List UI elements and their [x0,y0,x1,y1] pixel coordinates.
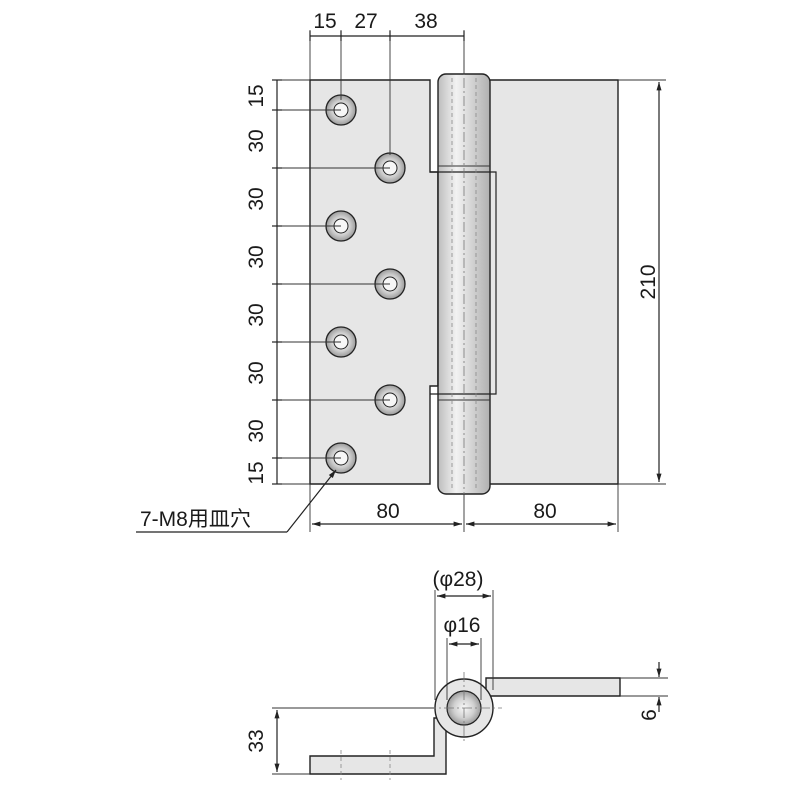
dim-left-3: 30 [245,245,268,268]
dim-top-1: 27 [354,10,377,33]
left-dimensions: 15 30 30 30 30 30 30 15 [245,84,268,484]
dim-offset: 33 [245,729,268,752]
dim-left-4: 30 [245,303,268,326]
front-view: 15 30 30 30 30 30 30 15 15 27 38 [136,10,666,533]
side-view: (φ28) φ16 6 33 [245,568,668,780]
dim-top-0: 15 [313,10,336,33]
dim-bottom-right: 80 [533,500,556,523]
left-leaf [309,79,439,485]
top-dimensions: 15 27 38 [313,10,437,33]
dim-thickness: 6 [638,709,661,721]
dim-height: 210 [637,264,660,299]
center-knuckle-outline [430,171,497,395]
dim-left-0: 15 [245,84,268,107]
dim-left-1: 30 [245,129,268,152]
side-right-leaf [485,677,621,697]
dim-left-2: 30 [245,187,268,210]
dim-left-6: 30 [245,419,268,442]
dim-inner-diameter: φ16 [444,614,481,637]
dim-top-2: 38 [414,10,437,33]
dim-bottom-left: 80 [376,500,399,523]
hole-callout: 7-M8用皿穴 [140,508,251,531]
right-leaf [487,79,619,485]
dim-left-5: 30 [245,361,268,384]
dim-outer-diameter: (φ28) [433,568,484,591]
dim-left-7: 15 [245,461,268,484]
side-left-leaf [309,717,447,775]
